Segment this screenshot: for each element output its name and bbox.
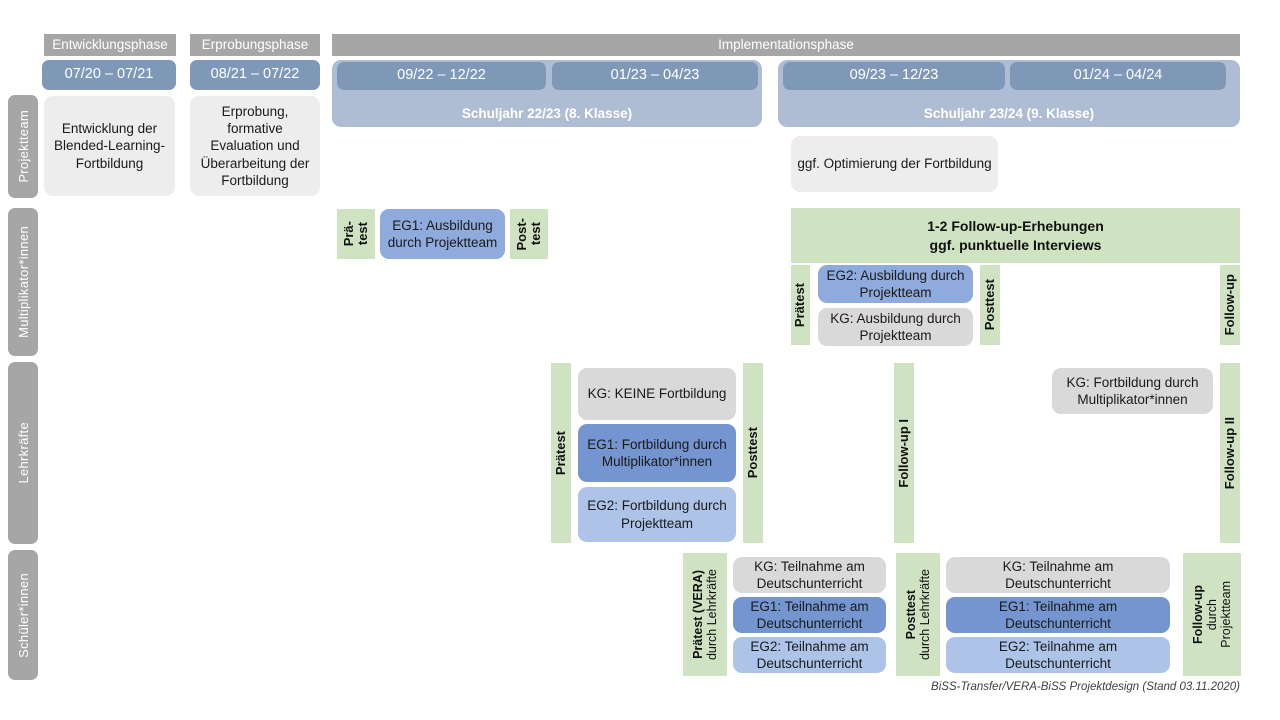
lehrkraefte-eg2-text: EG2: Fortbildung durch Projektteam [587,498,727,531]
school-year-label: Schuljahr 22/23 (8. Klasse) [461,106,633,121]
footer-text: BiSS-Transfer/VERA-BiSS Projektdesign (S… [931,681,1240,693]
praetest-line1: Prä- [340,221,356,247]
lehrkraefte-posttest-strip: Posttest [743,363,763,543]
multiplikatoren-kg-box: KG: Ausbildung durch Projektteam [818,308,973,346]
phase-header-label: Erprobungsphase [201,36,309,52]
posttest-durch-lehrkraefte-label: durch Lehrkräfte [918,568,932,661]
lehrkraefte-followup-2-strip: Follow-up II [1220,363,1240,543]
date-bar-0124-0424: 01/24 – 04/24 [1010,62,1226,90]
date-bar-0720-0721: 07/20 – 07/21 [42,60,176,90]
posttest-line2: test [528,222,543,246]
projektteam-erprobung-box: Erprobung, formative Evaluation und Über… [190,96,320,196]
schueler-a-kg-box: KG: Teilnahme am Deutschunterricht [733,557,886,593]
multiplikatoren-eg1-text: EG1: Ausbildung durch Projektteam [387,217,498,250]
schueler-a-eg1-box: EG1: Teilnahme am Deutschunterricht [733,597,886,633]
schueler-followup-strip: Follow-up durch Projektteam [1183,553,1241,676]
schueler-b-eg1-text: EG1: Teilnahme am Deutschunterricht [998,598,1118,631]
schueler-b-eg2-text: EG2: Teilnahme am Deutschunterricht [998,638,1118,671]
date-bar-label: 07/20 – 07/21 [64,66,154,83]
projektteam-optimierung-box: ggf. Optimierung der Fortbildung [791,136,998,192]
phase-header-erprobungsphase: Erprobungsphase [190,34,320,56]
date-bar-label: 01/23 – 04/23 [610,67,700,84]
schueler-b-kg-box: KG: Teilnahme am Deutschunterricht [946,557,1170,593]
projektteam-erprobung-text: Erprobung, formative Evaluation und Über… [200,103,310,188]
schueler-praetest-vera-strip: Prätest (VERA) durch Lehrkräfte [683,553,727,676]
posttest-label: Posttest [904,589,918,640]
followup-label: Follow-up [1191,584,1205,644]
multiplikatoren-posttest-2-strip: Posttest [980,265,1000,345]
praetest-label: Prätest [552,430,568,476]
row-label-projektteam: Projektteam [8,95,38,198]
date-bar-label: 09/23 – 12/23 [849,67,939,84]
schueler-a-kg-text: KG: Teilnahme am Deutschunterricht [754,558,865,591]
praetest-durch-lehrkraefte-label: durch Lehrkräfte [705,568,719,661]
praetest-vera-label: Prätest (VERA) [691,570,705,659]
lehrkraefte-kg-fortbildung-text: KG: Fortbildung durch Multiplikator*inne… [1066,374,1199,407]
followup-1-label: Follow-up I [895,418,911,488]
multiplikatoren-eg2-text: EG2: Ausbildung durch Projektteam [826,267,965,300]
followup-durch-label: durch [1205,598,1219,631]
lehrkraefte-eg1-text: EG1: Fortbildung durch Multiplikator*inn… [587,436,727,469]
phase-header-entwicklungsphase: Entwicklungsphase [44,34,176,56]
school-year-label: Schuljahr 23/24 (9. Klasse) [923,106,1095,121]
schueler-b-eg2-box: EG2: Teilnahme am Deutschunterricht [946,637,1170,673]
followup-band-line2: ggf. punktuelle Interviews [929,236,1102,253]
multiplikatoren-followup-strip: Follow-up [1220,265,1240,345]
date-bar-0922-1222: 09/22 – 12/22 [337,62,546,90]
lehrkraefte-kg-keine-text: KG: KEINE Fortbildung [587,386,727,402]
followup-label: Follow-up [1221,274,1237,336]
row-label-schuelerinnen: Schüler*innen [8,550,38,680]
row-label-lehrkraefte: Lehrkräfte [8,362,38,544]
multiplikatoren-posttest-1-strip: Post- test [510,209,548,259]
lehrkraefte-eg2-box: EG2: Fortbildung durch Projektteam [578,487,736,542]
schueler-b-kg-text: KG: Teilnahme am Deutschunterricht [1002,558,1114,591]
schueler-a-eg1-text: EG1: Teilnahme am Deutschunterricht [750,598,869,631]
multiplikatoren-eg1-box: EG1: Ausbildung durch Projektteam [380,209,505,259]
multiplikatoren-eg2-box: EG2: Ausbildung durch Projektteam [818,265,973,303]
multiplikatoren-kg-text: KG: Ausbildung durch Projektteam [830,310,961,343]
multiplikatoren-followup-band: 1-2 Follow-up-Erhebungen ggf. punktuelle… [791,208,1240,263]
schueler-a-eg2-box: EG2: Teilnahme am Deutschunterricht [733,637,886,673]
posttest-label: Posttest [981,279,997,331]
projektteam-optimierung-text: ggf. Optimierung der Fortbildung [797,156,992,172]
projektteam-entwicklung-text: Entwicklung der Blended-Learning-Fortbil… [53,121,166,171]
followup-projektteam-label: Projektteam [1219,581,1233,648]
row-label-multiplikatorinnen: Multiplikator*innen [8,208,38,356]
schueler-b-eg1-box: EG1: Teilnahme am Deutschunterricht [946,597,1170,633]
followup-band-line1: 1-2 Follow-up-Erhebungen [927,217,1104,234]
lehrkraefte-praetest-strip: Prätest [551,363,571,543]
date-bar-0123-0423: 01/23 – 04/23 [552,62,758,90]
praetest-line2: test [355,222,370,246]
schueler-a-eg2-text: EG2: Teilnahme am Deutschunterricht [750,638,869,671]
phase-header-label: Implementationsphase [718,36,854,52]
date-bar-label: 08/21 – 07/22 [210,66,300,83]
lehrkraefte-kg-fortbildung-box: KG: Fortbildung durch Multiplikator*inne… [1052,368,1213,414]
posttest-label: Posttest [744,427,760,479]
date-bar-label: 09/22 – 12/22 [397,67,486,84]
row-label-text: Multiplikator*innen [15,226,31,338]
lehrkraefte-kg-keine-box: KG: KEINE Fortbildung [578,368,736,420]
multiplikatoren-praetest-1-strip: Prä- test [337,209,375,259]
date-bar-label: 01/24 – 04/24 [1073,67,1163,84]
schueler-posttest-strip: Posttest durch Lehrkräfte [896,553,940,676]
phase-header-implementationsphase: Implementationsphase [332,34,1240,56]
date-bar-0923-1223: 09/23 – 12/23 [783,62,1005,90]
posttest-line1: Post- [513,217,529,251]
date-bar-0821-0722: 08/21 – 07/22 [190,60,320,90]
multiplikatoren-praetest-2-strip: Prätest [791,265,810,345]
followup-2-label: Follow-up II [1221,416,1237,490]
row-label-text: Lehrkräfte [15,422,31,484]
lehrkraefte-followup-1-strip: Follow-up I [894,363,914,543]
phase-header-label: Entwicklungsphase [52,36,168,52]
lehrkraefte-eg1-box: EG1: Fortbildung durch Multiplikator*inn… [578,424,736,482]
row-label-text: Schüler*innen [15,572,31,658]
row-label-text: Projektteam [15,110,31,183]
projektteam-entwicklung-box: Entwicklung der Blended-Learning-Fortbil… [44,96,175,196]
footer-source-note: BiSS-Transfer/VERA-BiSS Projektdesign (S… [700,681,1240,697]
praetest-label: Prätest [792,282,808,328]
